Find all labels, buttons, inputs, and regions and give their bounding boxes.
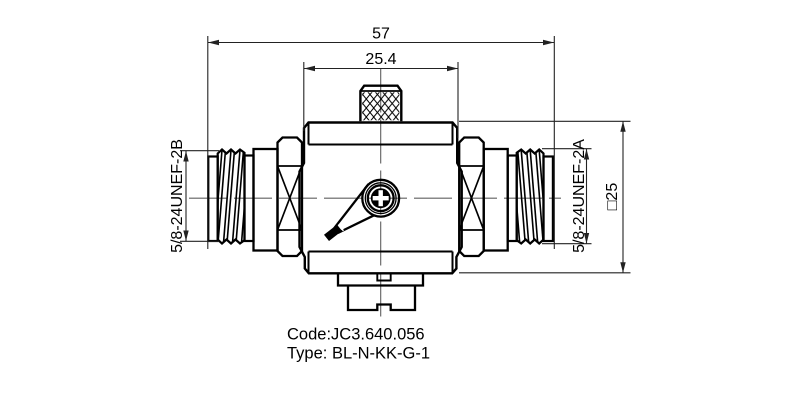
right-hex-nut <box>458 136 485 258</box>
dimension-body-width: 25.4 <box>303 51 459 138</box>
lug-lower-edge <box>337 214 375 235</box>
arrow-bottom <box>583 233 590 244</box>
knob-knurl-pattern <box>362 92 400 121</box>
arrow-top <box>620 121 626 132</box>
thread-spec-left: 5/8-24UNEF-2B <box>169 139 186 253</box>
arrow-bottom <box>620 262 626 273</box>
arrow-left <box>208 39 219 46</box>
left-thread-hatching <box>217 149 245 244</box>
thread-spec-right: 5/8-24UNEF-2A <box>571 139 588 253</box>
connector-left <box>207 136 304 258</box>
arrow-right <box>543 39 554 46</box>
dimension-overall-width: 57 <box>207 26 555 249</box>
arrow-top <box>183 151 189 162</box>
arrow-top <box>583 149 590 160</box>
ground-screw-outer-ring <box>361 178 401 218</box>
lug-tip-notch <box>338 223 344 232</box>
knob-outline <box>359 84 403 122</box>
dim-value-25-4: 25.4 <box>365 51 396 68</box>
screw-slot-vertical <box>378 190 383 207</box>
arrow-bottom <box>183 230 189 241</box>
code-label: Code:JC3.640.056 <box>287 326 425 344</box>
dimension-body-square: □25 <box>459 120 631 274</box>
ground-terminal <box>324 178 401 241</box>
lug-tip <box>324 224 342 241</box>
ground-screw-head-ring <box>366 184 395 213</box>
knurled-knob <box>359 84 403 122</box>
connector-right <box>458 136 554 258</box>
part-labels: Code:JC3.640.056 Type: BL-N-KK-G-1 <box>287 326 430 363</box>
type-label: Type: BL-N-KK-G-1 <box>287 345 430 363</box>
right-hex-facets <box>458 165 485 231</box>
arrow-left <box>304 65 315 72</box>
dimension-left-thread: 5/8-24UNEF-2B <box>169 139 219 253</box>
left-hex-nut <box>276 136 304 258</box>
contact-step2 <box>346 285 417 312</box>
body-flange-lines <box>307 122 454 274</box>
bottom-contact <box>336 273 425 312</box>
contact-step1 <box>336 273 425 287</box>
body <box>298 121 463 275</box>
ground-screw-mid-ring <box>364 182 397 215</box>
arrow-right <box>447 65 458 72</box>
right-thread-hatching <box>516 149 544 244</box>
dimension-right-thread: 5/8-24UNEF-2A <box>542 139 592 253</box>
dim-value-square-25: □25 <box>604 183 621 211</box>
dim-value-57: 57 <box>372 26 390 43</box>
contact-step1-slot <box>376 273 392 282</box>
left-hex-facets <box>276 165 303 231</box>
